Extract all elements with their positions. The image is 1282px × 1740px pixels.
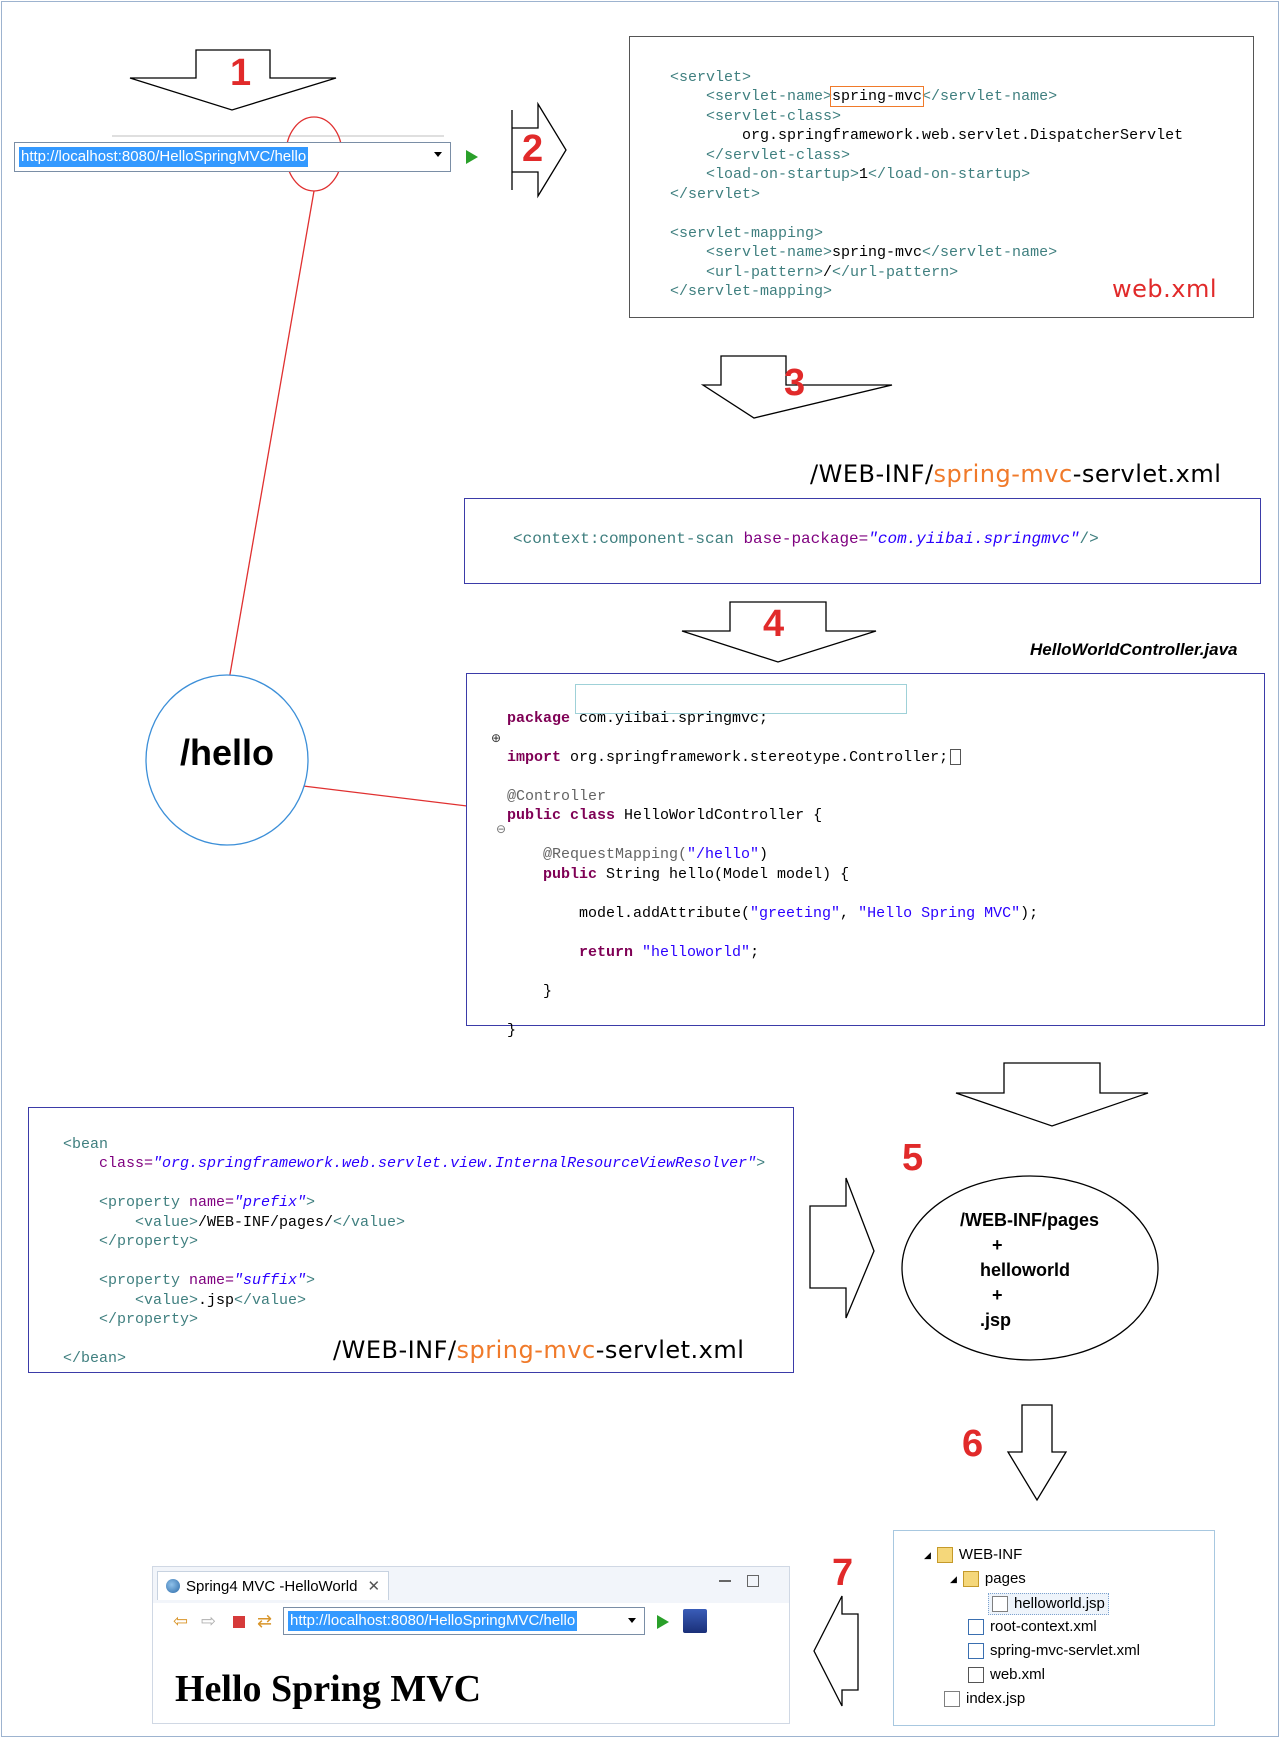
web-xml-line: <servlet-class> [706,107,842,125]
maximize-icon[interactable] [747,1575,759,1587]
tree-item-helloworld-jsp[interactable]: helloworld.jsp [988,1593,1109,1615]
tree-item-web-inf[interactable]: ◢WEB-INF [924,1546,1023,1563]
eclipse-icon[interactable] [683,1609,707,1633]
resolve-plus-1: + [992,1235,1003,1255]
bottom-browser-window: Spring4 MVC -HelloWorld ✕ ⇦ ⇨ ⇄ http://l… [152,1566,790,1724]
servlet-xml-title-top: /WEB-INF/spring-mvc-servlet.xml [810,460,1222,488]
step-number-6: 6 [962,1423,984,1465]
arrow-down-4 [681,601,877,663]
project-tree: ◢WEB-INF ◢pages helloworld.jsp root-cont… [893,1530,1215,1726]
component-scan-box: <context:component-scan base-package="co… [464,498,1261,584]
minimize-icon[interactable] [719,1580,731,1582]
hello-bubble-circle [145,674,309,846]
collapse-method-icon[interactable]: ⊖ [496,822,507,836]
web-xml-line: </servlet-class> [706,146,851,164]
controller-box: ⊕ ⊖ package com.yiibai.springmvc; import… [466,673,1265,1039]
package-highlight-box [575,684,907,714]
servlet-xml-title-bottom: /WEB-INF/spring-mvc-servlet.xml [333,1336,745,1364]
step-number-5: 5 [902,1137,924,1179]
arrow-down-5 [955,1062,1149,1127]
hello-bubble-text: /hello [179,732,274,773]
resolve-bubble-text: /WEB-INF/pages + helloworld + .jsp [940,1208,1120,1333]
arrow-left-7 [813,1595,859,1707]
arrow-down-3 [700,355,893,419]
stop-icon[interactable] [233,1616,245,1628]
web-xml-line: <servlet-mapping> [670,224,824,242]
spring-xml-icon [968,1619,984,1635]
web-xml-caption: web.xml [1111,275,1217,303]
expand-import-icon[interactable]: ⊕ [491,731,502,745]
browser-tab-title: Spring4 MVC -HelloWorld [186,1577,358,1595]
bottom-url-bar[interactable]: http://localhost:8080/HelloSpringMVC/hel… [283,1607,645,1635]
url-dropdown-icon[interactable] [434,152,442,157]
step-number-1: 1 [230,52,252,94]
globe-icon [166,1579,180,1593]
controller-filename: HelloWorldController.java [1030,640,1238,659]
browser-tab[interactable]: Spring4 MVC -HelloWorld ✕ [157,1571,390,1600]
arrow-down-6 [1006,1404,1068,1502]
xml-file-icon [968,1667,984,1683]
refresh-icon[interactable]: ⇄ [257,1611,273,1632]
back-arrow-icon[interactable]: ⇦ [173,1611,189,1632]
step-number-2: 2 [522,128,544,170]
resolve-plus-2: + [992,1285,1003,1305]
folder-open-icon [936,1547,953,1563]
resolve-bubble-circle [901,1175,1159,1361]
close-tab-icon[interactable]: ✕ [367,1578,381,1595]
resolve-view-name: helloworld [980,1260,1070,1280]
web-xml-box: <servlet><servlet-name>spring-mvc</servl… [629,36,1254,318]
tree-item-root-context[interactable]: root-context.xml [968,1617,1097,1637]
arrow-down-1 [129,49,337,111]
arrow-right-2 [511,101,567,199]
spring-xml-icon [968,1643,984,1659]
go-icon[interactable] [466,150,478,164]
step-number-4: 4 [763,603,785,645]
servlet-name-highlight: spring-mvc [830,86,925,107]
web-xml-line: org.springframework.web.servlet.Dispatch… [742,127,1184,144]
resolve-suffix: .jsp [980,1310,1012,1330]
controller-code: package com.yiibai.springmvc; import org… [507,709,1039,1039]
page-heading: Hello Spring MVC [175,1668,482,1710]
web-xml-line: </servlet-mapping> [670,283,833,300]
step-number-3: 3 [784,362,806,404]
web-xml-code: <servlet><servlet-name>spring-mvc</servl… [670,68,1184,301]
web-xml-line: <servlet> [670,68,752,86]
tree-item-index-jsp[interactable]: index.jsp [944,1689,1025,1709]
folder-open-icon [962,1571,979,1587]
url-dropdown-icon[interactable] [628,1618,636,1623]
arrow-right-5 [809,1177,875,1319]
top-url-bar[interactable]: http://localhost:8080/HelloSpringMVC/hel… [14,142,451,172]
component-scan-code: <context:component-scan base-package="co… [513,530,1099,548]
go-icon[interactable] [657,1615,669,1629]
bottom-url-text[interactable]: http://localhost:8080/HelloSpringMVC/hel… [288,1611,578,1631]
resolve-path: /WEB-INF/pages [960,1210,1100,1230]
tree-item-spring-mvc-servlet[interactable]: spring-mvc-servlet.xml [968,1641,1140,1661]
web-xml-line: </servlet> [670,185,761,203]
top-url-text[interactable]: http://localhost:8080/HelloSpringMVC/hel… [19,147,309,167]
tree-item-pages[interactable]: ◢pages [950,1570,1026,1587]
jsp-file-icon [944,1691,960,1707]
tree-item-web-xml[interactable]: web.xml [968,1665,1045,1685]
step-number-7: 7 [832,1552,854,1594]
forward-arrow-icon[interactable]: ⇨ [201,1611,217,1632]
jsp-file-icon [992,1596,1008,1612]
